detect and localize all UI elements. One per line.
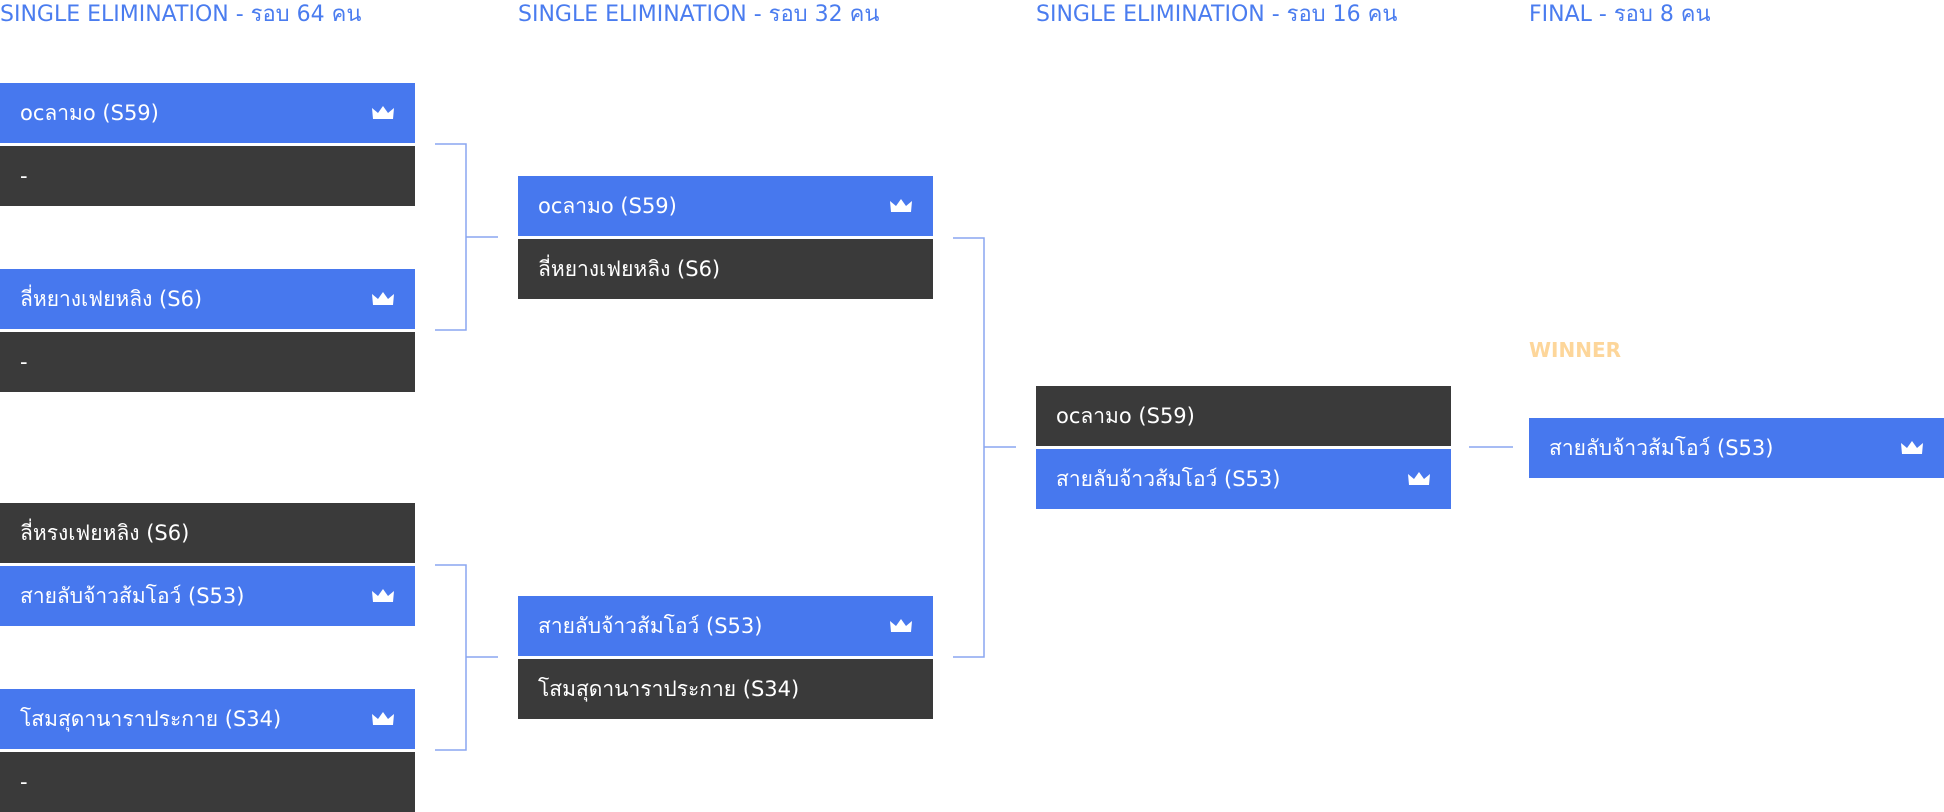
r64-match1-bottom[interactable]: - [0, 146, 415, 206]
player-name: สายลับจ้าวส้มโอว์ (S53) [1056, 466, 1281, 491]
round-title-final: FINAL - รอบ 8 คน [1529, 2, 1711, 27]
r64-match4-top[interactable]: โสมสุดานาราประกาย (S34) [0, 689, 415, 749]
player-name: ocลามo (S59) [538, 193, 677, 218]
player-name: ลี่หยางเฟยหลิง (S6) [20, 286, 203, 311]
player-name: สายลับจ้าวส้มโอว์ (S53) [538, 613, 763, 638]
player-name: ลี่หยางเฟยหลิง (S6) [538, 256, 721, 281]
player-name: - [20, 164, 28, 188]
round-title-16: SINGLE ELIMINATION - รอบ 16 คน [1036, 2, 1398, 27]
crown-icon [372, 712, 394, 725]
player-name: สายลับจ้าวส้มโอว์ (S53) [1549, 435, 1774, 460]
player-name: โสมสุดานาราประกาย (S34) [20, 706, 282, 731]
r64-match3-top[interactable]: ลี่หรงเฟยหลิง (S6) [0, 503, 415, 563]
player-name: ลี่หรงเฟยหลิง (S6) [20, 520, 190, 545]
r64-match3-bottom[interactable]: สายลับจ้าวส้มโอว์ (S53) [0, 566, 415, 626]
r16-match1-bottom[interactable]: สายลับจ้าวส้มโอว์ (S53) [1036, 449, 1451, 509]
crown-icon [372, 106, 394, 119]
player-name: - [20, 350, 28, 374]
winner-label: WINNER [1529, 338, 1622, 362]
crown-icon [1408, 472, 1430, 485]
r32-match2-bottom[interactable]: โสมสุดานาราประกาย (S34) [518, 659, 933, 719]
r32-match1-bottom[interactable]: ลี่หยางเฟยหลิง (S6) [518, 239, 933, 299]
r32-match2-top[interactable]: สายลับจ้าวส้มโอว์ (S53) [518, 596, 933, 656]
player-name: โสมสุดานาราประกาย (S34) [538, 676, 800, 701]
r64-match2-top[interactable]: ลี่หยางเฟยหลิง (S6) [0, 269, 415, 329]
r64-match1-top[interactable]: ocลามo (S59) [0, 83, 415, 143]
player-name: สายลับจ้าวส้มโอว์ (S53) [20, 583, 245, 608]
round-title-64: SINGLE ELIMINATION - รอบ 64 คน [0, 2, 362, 27]
final-winner[interactable]: สายลับจ้าวส้มโอว์ (S53) [1529, 418, 1944, 478]
crown-icon [890, 619, 912, 632]
r64-match4-bottom[interactable]: - [0, 752, 415, 812]
r16-match1-top[interactable]: ocลามo (S59) [1036, 386, 1451, 446]
player-name: - [20, 770, 28, 794]
crown-icon [1901, 441, 1923, 454]
player-name: ocลามo (S59) [1056, 403, 1195, 428]
crown-icon [890, 199, 912, 212]
r32-match1-top[interactable]: ocลามo (S59) [518, 176, 933, 236]
crown-icon [372, 589, 394, 602]
crown-icon [372, 292, 394, 305]
player-name: ocลามo (S59) [20, 100, 159, 125]
r64-match2-bottom[interactable]: - [0, 332, 415, 392]
round-title-32: SINGLE ELIMINATION - รอบ 32 คน [518, 2, 880, 27]
